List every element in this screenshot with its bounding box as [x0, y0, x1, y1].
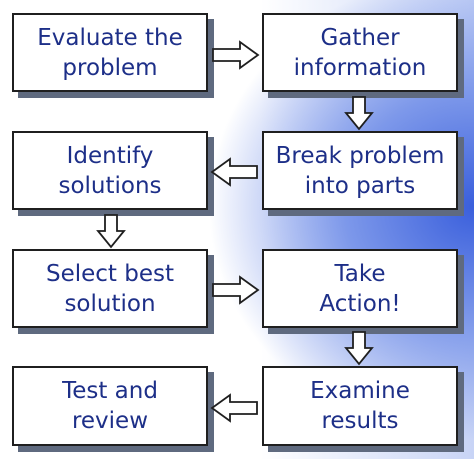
step-label: Evaluate the problem — [37, 24, 183, 81]
step-take-action: Take Action! — [262, 249, 458, 328]
step-label: Examine results — [310, 378, 410, 434]
step-identify-solutions: Identify solutions — [12, 131, 208, 210]
step-evaluate-problem: Evaluate the problem — [12, 13, 208, 92]
arrow-left-icon — [210, 157, 258, 187]
step-gather-information: Gather information — [262, 13, 458, 92]
step-examine-results: Examine results — [262, 366, 458, 446]
step-select-best-solution: Select best solution — [12, 249, 208, 328]
arrow-down-icon — [344, 96, 374, 131]
arrow-down-icon — [344, 331, 374, 366]
step-label: Take Action! — [319, 260, 401, 317]
step-label: Select best solution — [45, 260, 175, 317]
step-label: Break problem into parts — [275, 142, 445, 199]
step-break-problem-into-parts: Break problem into parts — [262, 131, 458, 210]
step-label: Test and review — [62, 378, 158, 434]
step-label: Gather information — [293, 24, 427, 81]
arrow-down-icon — [96, 214, 126, 249]
step-label: Identify solutions — [58, 142, 162, 199]
step-test-and-review: Test and review — [12, 366, 208, 446]
arrow-right-icon — [212, 275, 260, 305]
arrow-right-icon — [212, 40, 260, 70]
arrow-left-icon — [210, 393, 258, 423]
